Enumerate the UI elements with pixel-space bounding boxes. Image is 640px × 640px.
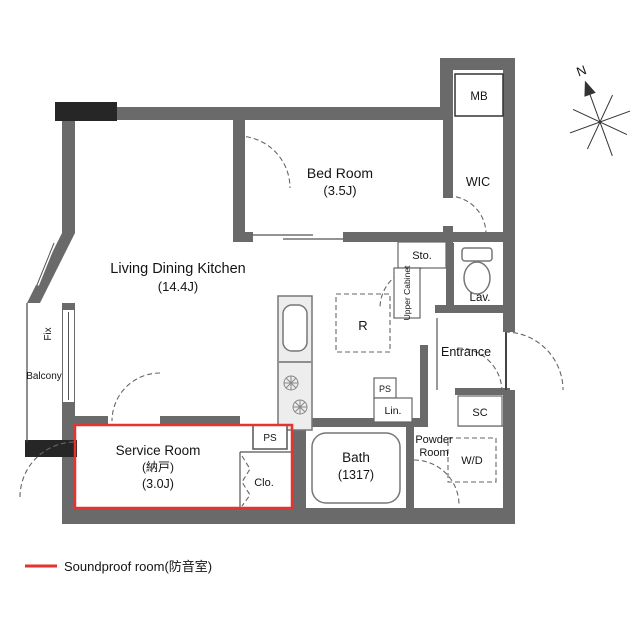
shoe-closet-box — [457, 395, 503, 427]
wall-segment — [233, 232, 253, 242]
legend-soundproof-label: Soundproof room(防音室) — [64, 559, 212, 574]
wall-diagonal — [27, 233, 75, 303]
wall-segment — [443, 120, 453, 198]
soundproof-room-outline — [73, 423, 294, 510]
windows — [26, 234, 507, 508]
compass-north-arrowhead — [584, 80, 596, 97]
entrance-label: Entrance — [441, 345, 491, 359]
toilet-tank — [461, 247, 493, 262]
powder-room-label-line2: Room — [419, 447, 448, 459]
wall-segment — [62, 508, 515, 524]
window-pane-line — [36, 242, 55, 286]
ldk-size-label: (14.4J) — [158, 279, 198, 294]
upper-cabinet-box — [393, 267, 421, 319]
compass-needle-line — [586, 86, 613, 156]
storage-box — [397, 241, 447, 269]
pipe-space-box — [252, 424, 288, 450]
front-door-swing-arc — [504, 331, 564, 391]
wall-segment — [306, 418, 428, 427]
lavatory-label: Lav. — [470, 292, 491, 304]
compass-north-label: N — [574, 62, 588, 79]
room-labels: Bed Room (3.5J) WIC MB Living Dining Kit… — [26, 91, 491, 491]
washer-dryer-space — [447, 437, 497, 483]
refrigerator-label: R — [358, 318, 367, 333]
wall-segment — [75, 416, 108, 425]
legend: Soundproof room(防音室) — [25, 559, 212, 574]
meter-box — [454, 73, 504, 117]
wall-segment — [233, 120, 245, 242]
kitchen-sink — [282, 304, 308, 352]
wall-segment — [62, 121, 75, 233]
wic-label: WIC — [466, 175, 490, 189]
ldk-label: Living Dining Kitchen — [110, 261, 245, 277]
utility-boxes — [252, 73, 504, 483]
wall-segment — [446, 243, 454, 305]
wall-segment — [503, 58, 515, 332]
bath-label: Bath — [342, 450, 370, 465]
service-room-label: Service Room — [116, 443, 201, 458]
storage-label: Sto. — [412, 250, 432, 262]
closet-folding-door — [241, 455, 251, 507]
fixtures — [277, 247, 493, 504]
door-swing-arc — [447, 195, 487, 235]
wall-segment — [440, 58, 515, 70]
door-swing-arc — [19, 441, 76, 498]
bedroom-size-label: (3.5J) — [323, 183, 356, 198]
service-room-jp-label: (納戸) — [142, 460, 174, 474]
compass-icon: N — [569, 62, 631, 156]
wall-segment — [440, 70, 453, 107]
fix-window-label: Fix — [43, 327, 54, 340]
stove-burner-icon — [283, 375, 299, 391]
service-room-size-label: (3.0J) — [142, 477, 174, 491]
pipe-space-kitchen-label: PS — [379, 384, 391, 394]
wall-segment — [117, 107, 453, 120]
wall-segment — [420, 345, 428, 418]
wall-segment — [455, 388, 510, 395]
wall-segment — [55, 102, 117, 121]
door-swing-arc — [413, 459, 460, 506]
shoe-closet-label: SC — [472, 407, 487, 419]
bedroom-label: Bed Room — [307, 165, 373, 181]
balcony-label: Balcony — [26, 371, 62, 382]
wall-segment — [292, 416, 306, 508]
walls — [25, 58, 515, 524]
wall-segment — [25, 440, 77, 457]
closet-label: Clo. — [254, 477, 274, 489]
door-swing-arc — [111, 372, 161, 422]
compass-line — [586, 94, 614, 150]
pipe-space-service-label: PS — [263, 433, 277, 444]
toilet-bowl — [463, 261, 491, 295]
linen-box — [373, 397, 413, 423]
wall-segment — [435, 305, 515, 313]
wall-segment — [406, 418, 414, 508]
refrigerator-space — [335, 293, 391, 353]
wall-segment — [503, 390, 515, 524]
linen-label: Lin. — [385, 405, 402, 417]
upper-cabinet-label: Upper Cabinet — [402, 265, 412, 320]
meter-box-label: MB — [470, 91, 488, 103]
door-swing-arc — [237, 135, 291, 189]
wall-segment — [160, 416, 240, 425]
bathtub — [311, 432, 401, 504]
washer-dryer-label: W/D — [461, 455, 482, 467]
wall-segment — [343, 232, 515, 242]
bath-size-label: (1317) — [338, 468, 374, 482]
powder-room-label-line1: Powder — [415, 434, 453, 446]
door-swing-arc — [457, 347, 503, 393]
stove-burner-icon — [292, 399, 308, 415]
